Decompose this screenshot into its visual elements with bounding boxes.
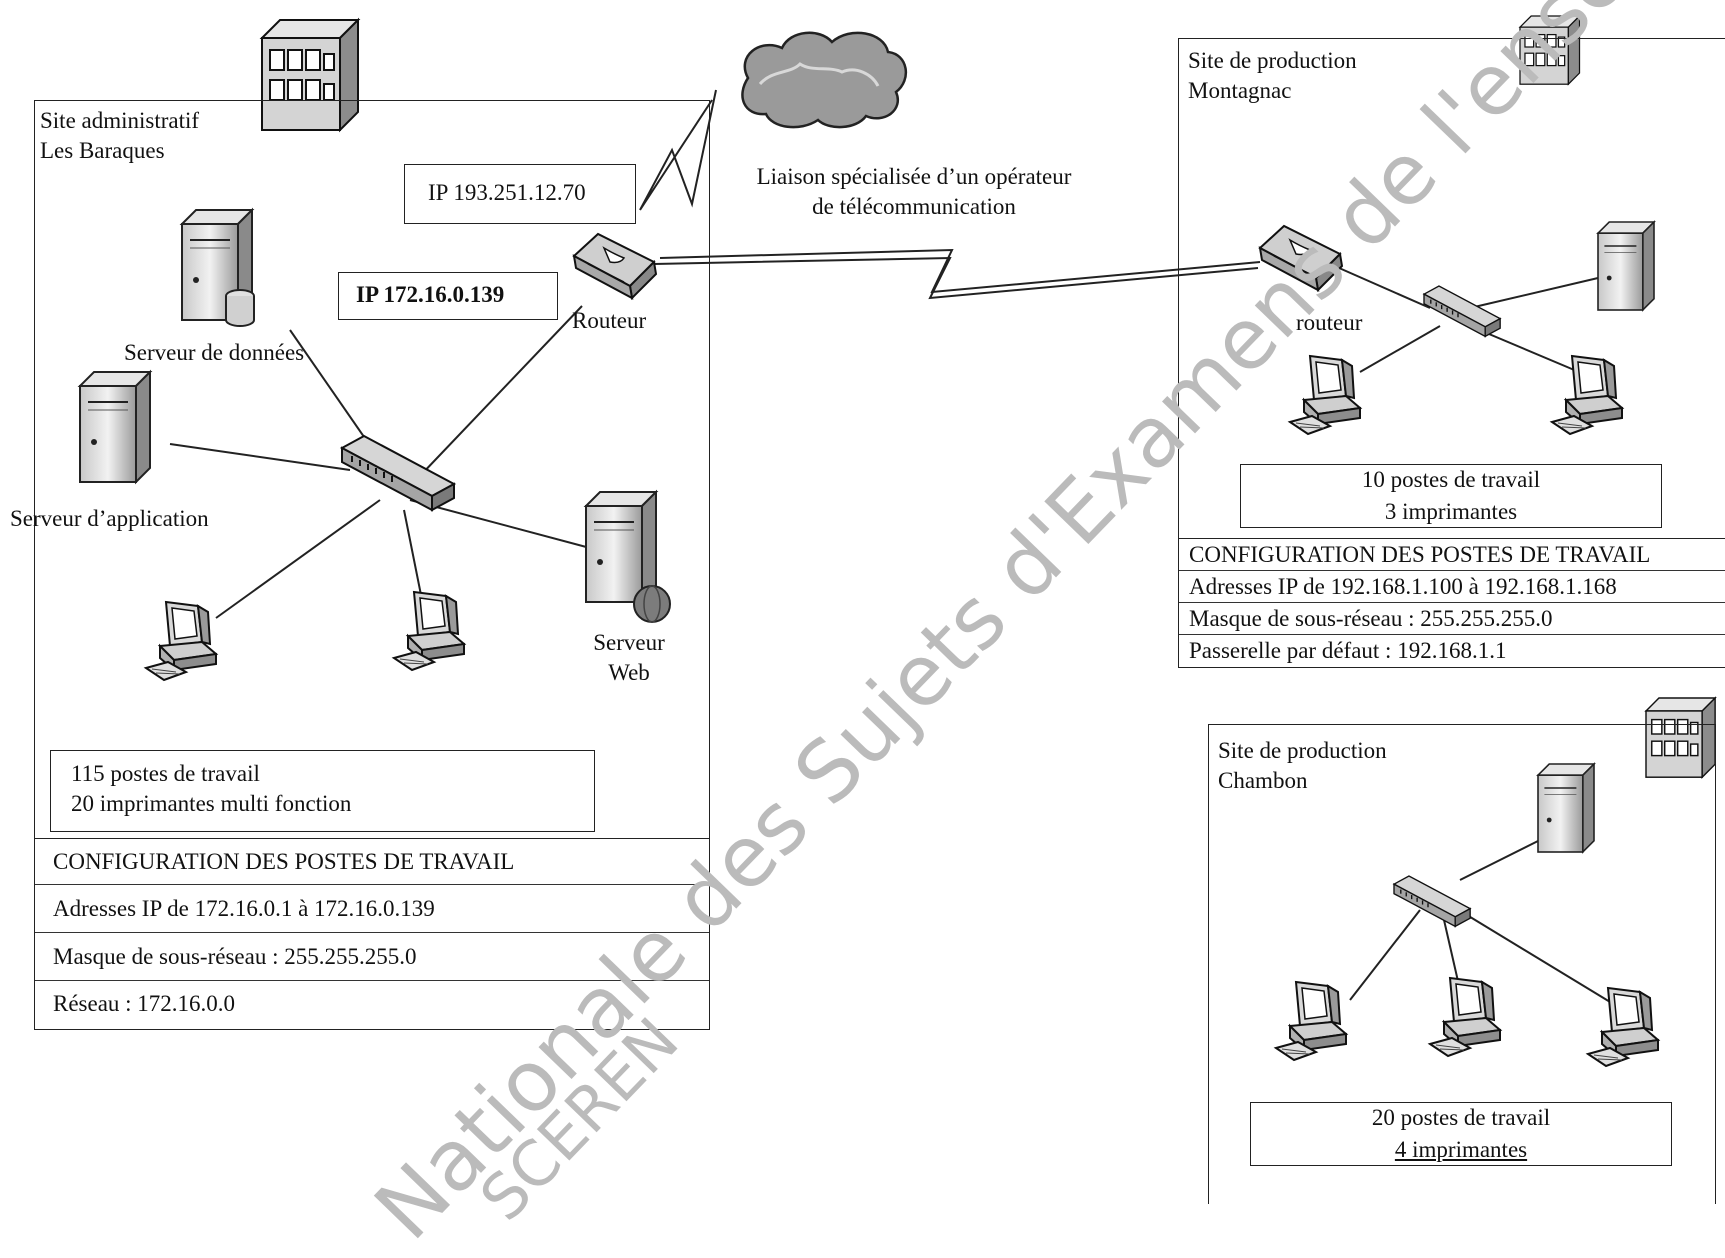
globe-icon	[633, 585, 671, 623]
data-server-label: Serveur de données	[124, 340, 305, 365]
admin-config-row: Adresses IP de 172.16.0.1 à 172.16.0.139	[35, 885, 709, 933]
admin-summary-line1: 115 postes de travail	[71, 761, 260, 786]
admin-config-row: Masque de sous-réseau : 255.255.255.0	[35, 933, 709, 981]
site-chambon-name-line1: Site de production	[1218, 738, 1387, 763]
admin-summary-box: 115 postes de travail 20 imprimantes mul…	[50, 750, 595, 832]
montagnac-config-row: Masque de sous-réseau : 255.255.255.0	[1179, 603, 1725, 635]
chambon-summary-box: 20 postes de travail 4 imprimantes	[1250, 1102, 1672, 1166]
montagnac-summary-line2: 3 imprimantes	[1384, 499, 1518, 524]
ip-external-box	[404, 164, 636, 224]
site-chambon-name-line2: Chambon	[1218, 768, 1308, 793]
montagnac-config-row: Passerelle par défaut : 192.168.1.1	[1189, 638, 1507, 663]
leased-line-label-line2: de télécommunication	[812, 194, 1016, 219]
chambon-summary-line1: 20 postes de travail	[1371, 1105, 1551, 1130]
leased-line-label: Liaison spécialisée d’un opérateur de té…	[724, 162, 1104, 222]
site-admin-frame	[34, 100, 710, 1030]
web-server-label-line1: Serveur	[593, 630, 665, 655]
leased-line-label-line1: Liaison spécialisée d’un opérateur	[756, 164, 1072, 189]
site-montagnac-name-line1: Site de production	[1188, 48, 1357, 73]
admin-config-table: CONFIGURATION DES POSTES DE TRAVAIL Adre…	[34, 838, 710, 1030]
site-montagnac-name: Site de production Montagnac	[1188, 46, 1357, 106]
admin-summary-line2: 20 imprimantes multi fonction	[71, 791, 352, 816]
site-admin-name: Site administratif Les Baraques	[40, 106, 199, 166]
site-chambon-name: Site de production Chambon	[1218, 736, 1387, 796]
app-server-label: Serveur d’application	[10, 506, 209, 531]
site-admin-name-line2: Les Baraques	[40, 138, 165, 163]
montagnac-config-title: CONFIGURATION DES POSTES DE TRAVAIL	[1179, 539, 1725, 571]
ip-internal-box	[338, 272, 558, 320]
montagnac-config-row: Adresses IP de 192.168.1.100 à 192.168.1…	[1179, 571, 1725, 603]
ip-external-label: IP 193.251.12.70	[428, 180, 586, 205]
leased-line	[659, 248, 1261, 294]
cloud-icon	[741, 31, 908, 129]
database-icon	[225, 289, 255, 327]
montagnac-summary-line1: 10 postes de travail	[1361, 467, 1541, 492]
chambon-summary-line2: 4 imprimantes	[1394, 1137, 1528, 1162]
montagnac-summary-box: 10 postes de travail 3 imprimantes	[1240, 464, 1662, 528]
montagnac-config-table: CONFIGURATION DES POSTES DE TRAVAIL Adre…	[1178, 538, 1725, 668]
internet-link	[639, 89, 717, 211]
admin-config-title: CONFIGURATION DES POSTES DE TRAVAIL	[35, 839, 709, 885]
ip-internal-label: IP 172.16.0.139	[356, 282, 505, 307]
network-diagram	[79, 15, 1716, 1067]
web-server-label-line2: Web	[608, 660, 650, 685]
web-server-label: Serveur Web	[584, 628, 674, 688]
site-admin-name-line1: Site administratif	[40, 108, 200, 133]
router-label: Routeur	[572, 308, 647, 333]
site-chambon-frame	[1208, 724, 1716, 1204]
admin-wiring	[169, 305, 591, 619]
montagnac-router-label: routeur	[1296, 310, 1363, 335]
admin-config-row: Réseau : 172.16.0.0	[53, 991, 236, 1016]
site-montagnac-name-line2: Montagnac	[1188, 78, 1292, 103]
